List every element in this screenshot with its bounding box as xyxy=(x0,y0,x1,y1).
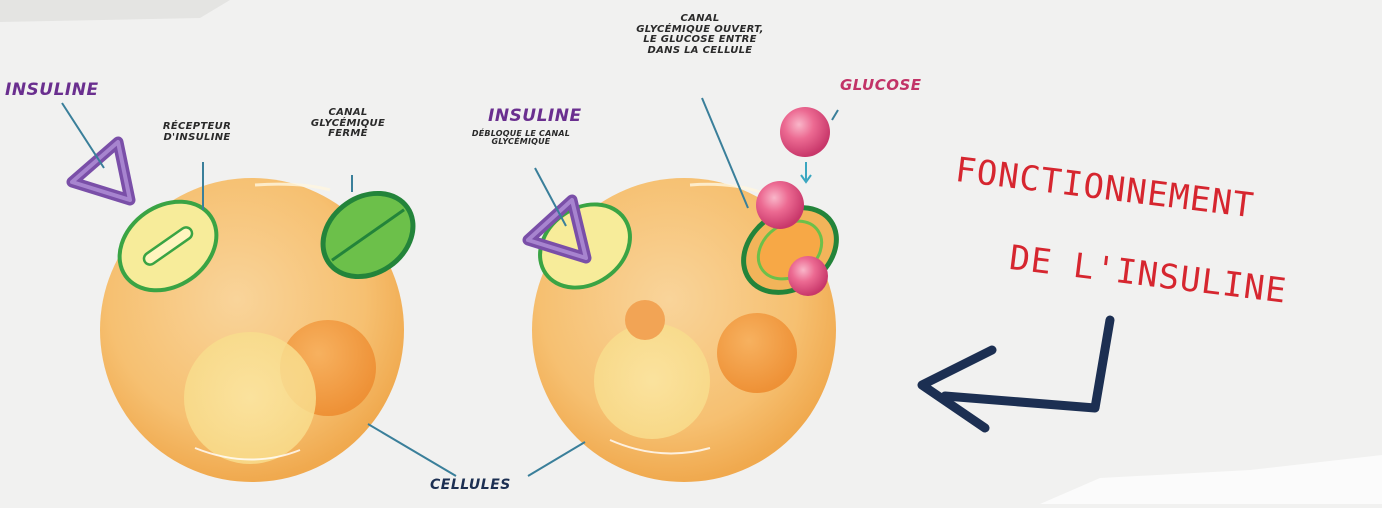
vacuole xyxy=(594,323,710,439)
insulin-right-description: DÉBLOQUE LE CANAL GLYCÉMIQUE xyxy=(450,130,592,147)
closed-channel-label-line: CANAL xyxy=(296,108,400,119)
open-channel-label-line: LE GLUCOSE ENTRE xyxy=(590,35,810,46)
glucose-label: GLUCOSE xyxy=(840,78,922,94)
closed-channel-label-line: FERMÉ xyxy=(296,129,400,140)
return-arrow xyxy=(922,320,1110,428)
glucose-down-arrow xyxy=(801,162,811,182)
insulin-label-right: INSULINE xyxy=(488,108,582,126)
closed-channel-label: CANAL GLYCÉMIQUE FERMÉ xyxy=(296,108,400,140)
insulin-molecule-left xyxy=(72,142,130,200)
glucose-molecule xyxy=(756,181,804,229)
cells-label: CELLULES xyxy=(430,478,511,493)
open-channel-label: CANAL GLYCÉMIQUE OUVERT, LE GLUCOSE ENTR… xyxy=(590,14,810,56)
glucose-molecule xyxy=(788,256,828,296)
receptor-label-line: D'INSULINE xyxy=(142,133,252,144)
paper-patch xyxy=(0,0,230,22)
glucose-molecule xyxy=(780,107,830,157)
vacuole xyxy=(184,332,316,464)
open-channel-label-line: CANAL xyxy=(590,14,810,25)
glucose-absorbed xyxy=(625,300,665,340)
receptor-label: RÉCEPTEUR D'INSULINE xyxy=(142,122,252,143)
insulin-right-description-line: GLYCÉMIQUE xyxy=(450,138,592,146)
paper-patch xyxy=(1040,455,1382,504)
insulin-label-left: INSULINE xyxy=(5,82,99,100)
open-channel-label-line: DANS LA CELLULE xyxy=(590,46,810,57)
nucleus xyxy=(717,313,797,393)
receptor-label-line: RÉCEPTEUR xyxy=(142,122,252,133)
